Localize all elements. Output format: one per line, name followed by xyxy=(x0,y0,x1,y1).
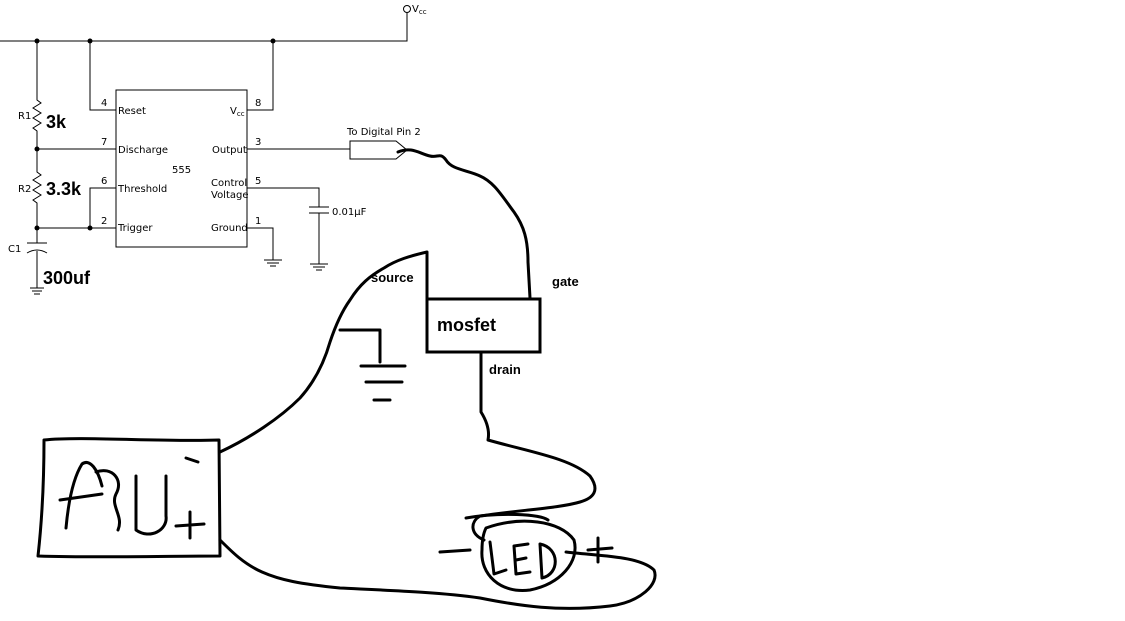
ground-icon xyxy=(264,259,282,267)
vcc-pin-wire xyxy=(247,41,274,111)
vcc-rail xyxy=(0,12,408,42)
r1-resistor xyxy=(32,41,42,149)
led-top-curve xyxy=(464,512,550,522)
pin-output-label: Output xyxy=(212,145,247,156)
psu-box xyxy=(36,437,222,559)
control-ground-icon xyxy=(310,263,328,271)
ground-wire xyxy=(247,227,274,260)
r2-name: R2 xyxy=(18,184,31,195)
psu-letter-u xyxy=(134,474,168,536)
pin-threshold-label: Threshold xyxy=(117,184,167,195)
led-body xyxy=(480,519,577,592)
pin-ground-label: Ground xyxy=(211,223,248,234)
pin-6-number: 6 xyxy=(101,176,107,187)
mosfet-box xyxy=(425,297,542,354)
source-label: source xyxy=(371,270,414,285)
pin-8-number: 8 xyxy=(255,98,261,109)
reset-wire xyxy=(89,41,116,111)
ic-label: 555 xyxy=(172,165,191,176)
c1-ground-icon xyxy=(30,287,44,295)
pin-discharge-label: Discharge xyxy=(118,145,168,156)
pin-vcc-label: Vcc xyxy=(230,106,245,118)
pin-control-label: Control xyxy=(211,178,247,189)
digital-pin-label: To Digital Pin 2 xyxy=(346,127,421,138)
led-polarity-marks xyxy=(438,536,614,564)
c1-value: 300uf xyxy=(43,268,91,288)
psu-polarity-marks xyxy=(174,456,206,540)
pin-3-number: 3 xyxy=(255,137,261,148)
vcc-terminal xyxy=(403,5,411,13)
pin-4-number: 4 xyxy=(101,98,107,109)
drain-wire xyxy=(471,350,597,542)
r1-value: 3k xyxy=(46,112,67,132)
r1-name: R1 xyxy=(18,111,31,122)
c1-capacitor xyxy=(26,228,48,288)
digital-pin-connector xyxy=(349,140,408,160)
control-cap-value: 0.01µF xyxy=(332,207,367,218)
sketch-ground-icon xyxy=(359,364,407,402)
pin-voltage-label: Voltage xyxy=(211,190,249,201)
psu-letter-s xyxy=(94,469,121,532)
source-wire xyxy=(218,250,429,454)
control-capacitor xyxy=(247,187,329,264)
r2-value: 3.3k xyxy=(46,179,82,199)
return-wire xyxy=(218,538,657,610)
pin-7-number: 7 xyxy=(101,137,107,148)
ground-branch xyxy=(338,328,382,364)
c1-name: C1 xyxy=(8,244,21,255)
drain-label: drain xyxy=(489,362,521,377)
gate-label: gate xyxy=(552,274,579,289)
pin-reset-label: Reset xyxy=(118,106,146,117)
pin-2-number: 2 xyxy=(101,216,107,227)
pin-5-number: 5 xyxy=(255,176,261,187)
pin-trigger-label: Trigger xyxy=(117,223,153,234)
gate-wire xyxy=(396,148,532,300)
r2-resistor xyxy=(32,149,42,228)
threshold-wire xyxy=(89,187,116,228)
ic-555 xyxy=(115,89,248,248)
vcc-label: Vcc xyxy=(412,4,427,16)
mosfet-label: mosfet xyxy=(437,315,496,335)
led-letters xyxy=(488,540,557,580)
pin-1-number: 1 xyxy=(255,216,261,227)
